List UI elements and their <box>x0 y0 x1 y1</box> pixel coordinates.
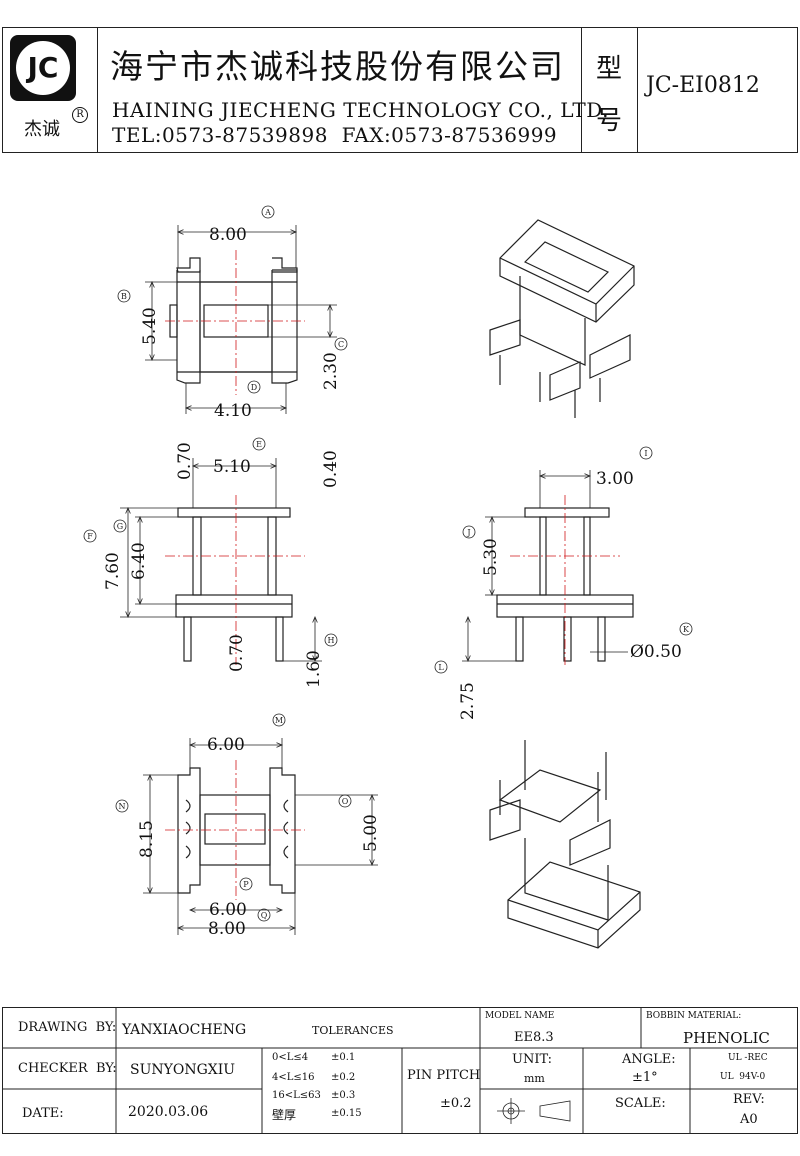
reference-circles <box>83 205 693 922</box>
drawing-by-value: YANXIAOCHENG <box>122 1022 247 1038</box>
dim-q-value: 8.00 <box>208 919 246 939</box>
dimension-lines <box>120 225 628 935</box>
ref-j: J <box>466 528 470 537</box>
dim-k-value: Ø0.50 <box>630 642 682 662</box>
ul-rec: UL -REC <box>728 1053 768 1063</box>
dim-l-value: 2.75 <box>458 682 478 720</box>
date-label: DATE: <box>22 1106 64 1121</box>
model-number: JC-EI0812 <box>646 73 760 98</box>
ref-l: L <box>438 663 444 672</box>
isometric-view-bottom <box>489 740 641 949</box>
dim-h-value: 1.60 <box>304 650 324 688</box>
dim-j-value: 5.30 <box>481 538 501 576</box>
ref-m: M <box>275 716 283 725</box>
checker-by-label: CHECKER BY: <box>18 1061 117 1076</box>
company-logo: JC 杰诚 R <box>10 35 88 140</box>
unit-value: mm <box>524 1072 545 1085</box>
model-name-value: EE8.3 <box>514 1030 554 1045</box>
angle-label: ANGLE: <box>622 1052 676 1067</box>
dim-o-value: 5.00 <box>361 814 381 852</box>
ref-n: N <box>119 802 126 811</box>
header-divider-model <box>581 27 582 153</box>
ref-c: C <box>338 340 344 349</box>
pin-pitch-label: PIN PITCH <box>407 1068 481 1083</box>
dim-m-value: 6.00 <box>207 735 245 755</box>
angle-value: ±1° <box>632 1070 658 1085</box>
engineering-drawing: A B C D E F G H I J K L M N O P Q 8.00 4… <box>83 205 693 949</box>
logo-brand: 杰诚 <box>24 119 60 140</box>
company-name-cn: 海宁市杰诚科技股份有限公司 <box>110 47 565 86</box>
ref-h: H <box>328 636 335 645</box>
model-label-2: 号 <box>596 106 623 136</box>
titleblock-frame <box>2 1007 798 1134</box>
isometric-view-top <box>489 219 635 418</box>
tol-range-4: 壁厚 <box>272 1108 297 1122</box>
ref-i: I <box>644 449 647 458</box>
logo-text: JC <box>16 41 70 95</box>
tol-value-4: ±0.15 <box>331 1108 362 1119</box>
dim-e-right-value: 0.40 <box>321 450 341 488</box>
dim-e-left-value: 0.70 <box>175 442 195 480</box>
tol-range-1: 0<L≤4 <box>272 1052 309 1063</box>
dim-a-value: 8.00 <box>209 225 247 245</box>
header-divider-logo <box>97 27 98 153</box>
ref-e: E <box>256 440 262 449</box>
dim-h-left-value: 0.70 <box>227 634 247 672</box>
dim-e-value: 5.10 <box>213 457 251 477</box>
header-divider-model2 <box>637 27 638 153</box>
ref-o: O <box>342 797 349 806</box>
tol-range-3: 16<L≤63 <box>272 1090 321 1101</box>
model-label-1: 型 <box>596 54 623 84</box>
logo-registered-mark: R <box>72 107 88 123</box>
company-name-en: HAINING JIECHENG TECHNOLOGY CO., LTD. <box>112 98 609 122</box>
ref-g: G <box>117 522 123 531</box>
company-contact: TEL:0573-87539898 FAX:0573-87536999 <box>112 123 558 147</box>
bobbin-material-label: BOBBIN MATERIAL: <box>646 1011 742 1021</box>
bobbin-material-value: PHENOLIC <box>683 1029 770 1047</box>
ref-a: A <box>264 208 271 217</box>
rev-label: REV: <box>733 1092 765 1107</box>
drawing-by-label: DRAWING BY: <box>18 1020 117 1035</box>
tol-value-3: ±0.3 <box>331 1090 356 1101</box>
rev-value: A0 <box>740 1112 758 1127</box>
header-frame <box>2 27 798 153</box>
dim-n-value: 8.15 <box>137 820 157 858</box>
model-name-label: MODEL NAME <box>485 1011 555 1021</box>
checker-by-value: SUNYONGXIU <box>130 1062 236 1078</box>
unit-label: UNIT: <box>512 1052 553 1067</box>
projection-symbol <box>497 1098 571 1124</box>
ref-d: D <box>251 383 257 392</box>
dim-c-value: 2.30 <box>321 352 341 390</box>
tol-range-2: 4<L≤16 <box>272 1072 315 1083</box>
ref-f: F <box>87 532 93 541</box>
dim-d-value: 4.10 <box>214 401 252 421</box>
ref-b: B <box>121 292 127 301</box>
dim-g-value: 6.40 <box>129 542 149 580</box>
ref-k: K <box>683 625 690 634</box>
tol-value-1: ±0.1 <box>331 1052 356 1063</box>
dim-b-value: 5.40 <box>140 307 160 345</box>
bottom-view <box>177 767 296 894</box>
tolerances-label: TOLERANCES <box>312 1024 394 1037</box>
dim-p-value: 6.00 <box>209 900 247 920</box>
ul-94v0: UL 94V-0 <box>720 1072 766 1082</box>
scale-label: SCALE: <box>615 1096 666 1111</box>
tol-value-2: ±0.2 <box>331 1072 356 1083</box>
dim-i-value: 3.00 <box>596 469 634 489</box>
logo-badge: JC <box>10 35 76 101</box>
centerlines <box>165 250 620 900</box>
dim-f-value: 7.60 <box>103 552 123 590</box>
pin-pitch-value: ±0.2 <box>440 1096 472 1111</box>
ref-p: P <box>243 880 249 889</box>
ref-q: Q <box>261 911 268 920</box>
date-value: 2020.03.06 <box>128 1104 209 1120</box>
